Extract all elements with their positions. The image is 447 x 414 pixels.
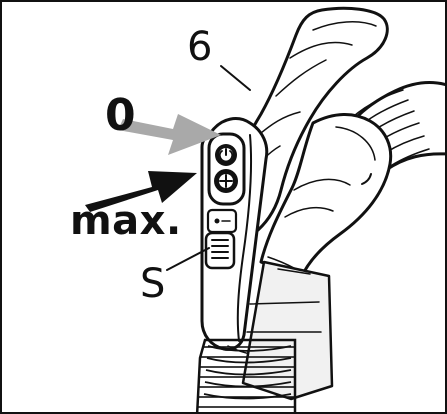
slider-label: S (140, 261, 166, 307)
handle-leader-line (220, 65, 251, 91)
slider-leader-line (166, 247, 210, 271)
max-label: max. (70, 198, 182, 244)
slider-switch-icon (204, 208, 238, 270)
zero-arrow (118, 114, 221, 155)
handle-number-label: 6 (187, 24, 213, 70)
lower-hose (195, 338, 297, 412)
zero-label: 0 (105, 90, 136, 141)
max-arrow (85, 171, 197, 212)
leader-lines (166, 65, 251, 271)
power-control-icon (207, 132, 246, 206)
